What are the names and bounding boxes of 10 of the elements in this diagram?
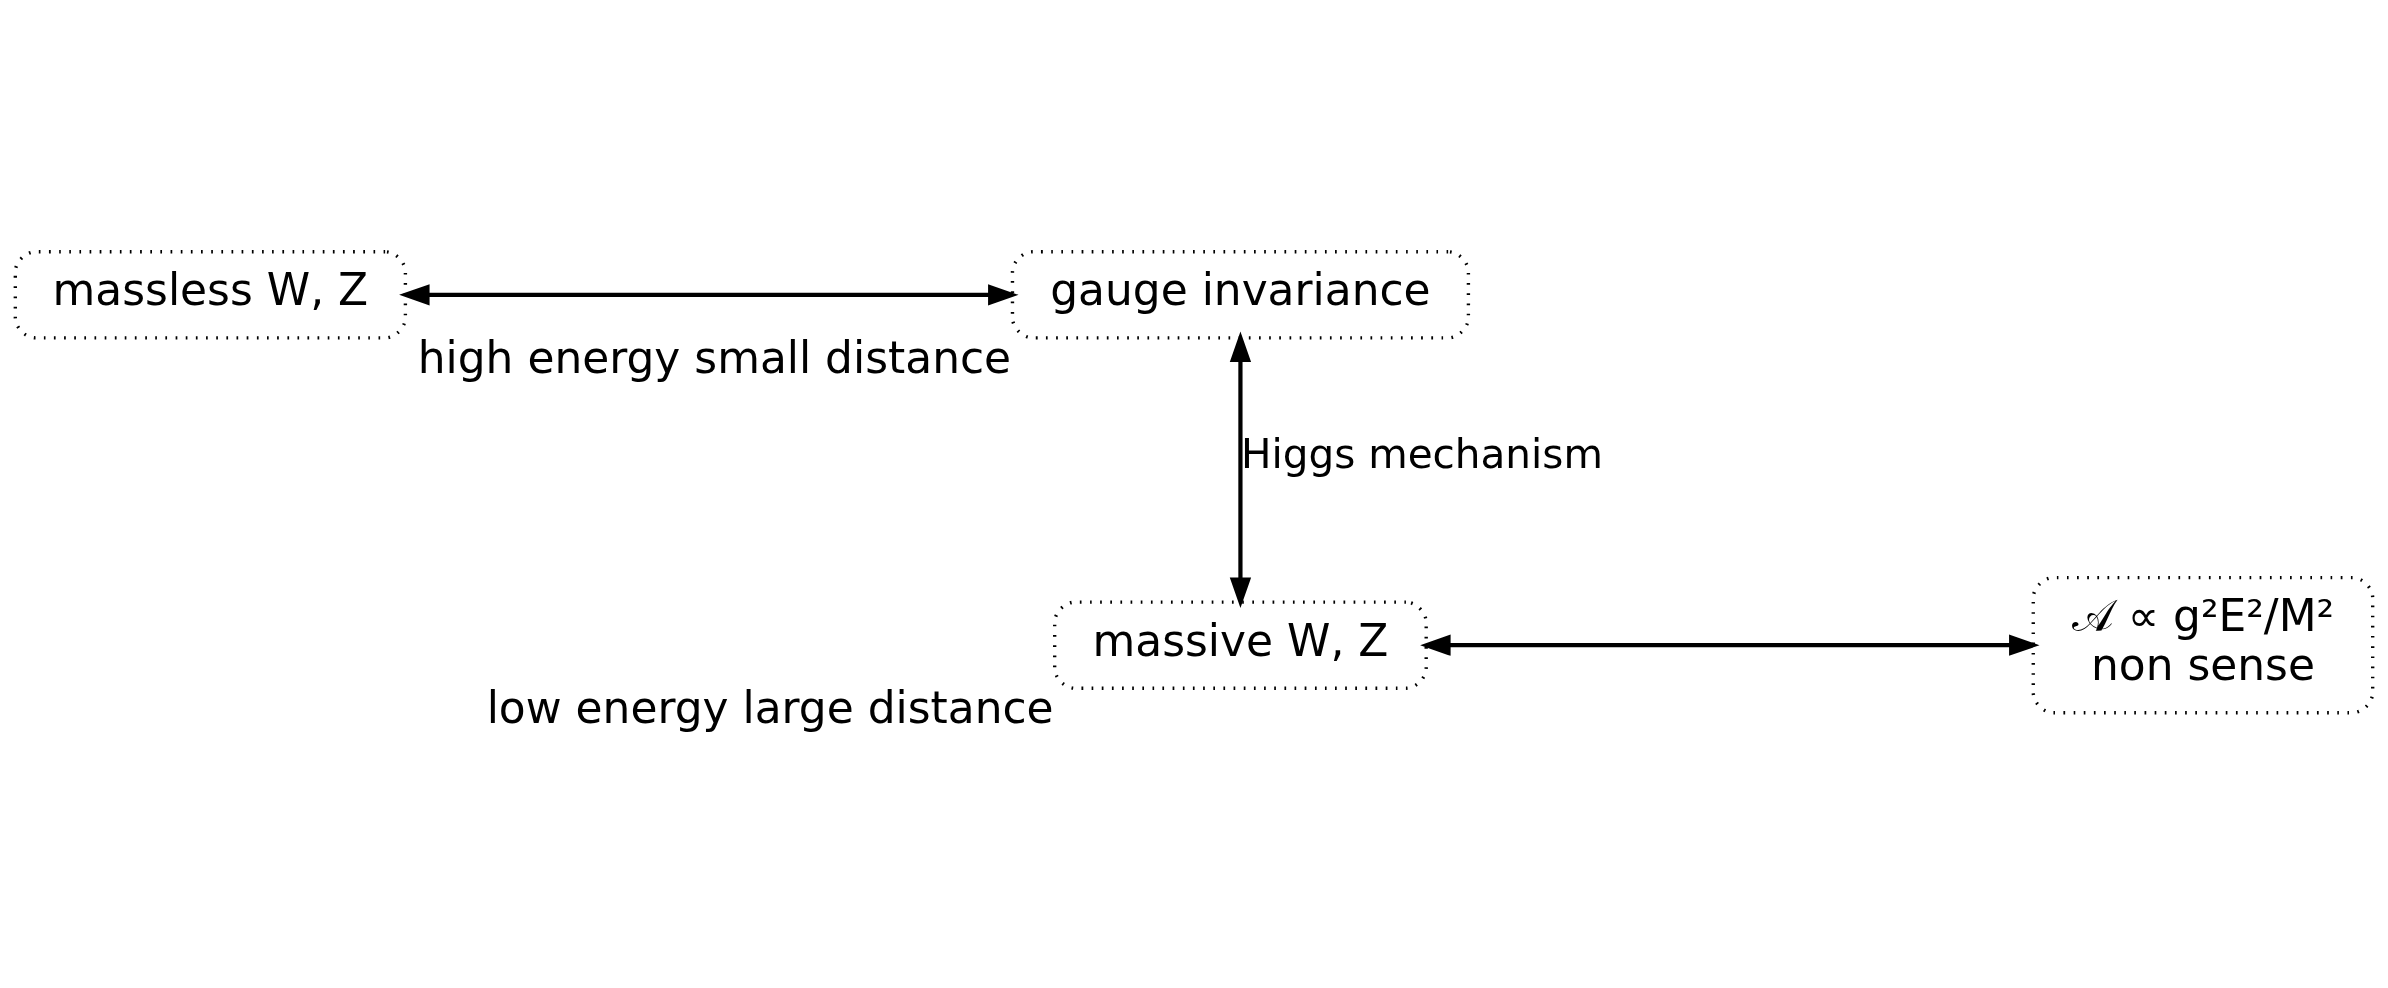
arrow — [1229, 331, 1252, 608]
edge-label: Higgs mechanism — [1241, 429, 1603, 478]
node-box: massless W, Z — [13, 249, 408, 340]
node-box: gauge invariance — [1010, 249, 1471, 340]
arrow — [399, 283, 1019, 305]
node-label: high energy small distance — [417, 331, 1012, 383]
node-box: massive W, Z — [1053, 599, 1428, 690]
node-box: 𝒜 ∝ g²E²/M² non sense — [2031, 575, 2375, 714]
arrow — [1420, 634, 2040, 656]
node-label: low energy large distance — [486, 681, 1054, 733]
